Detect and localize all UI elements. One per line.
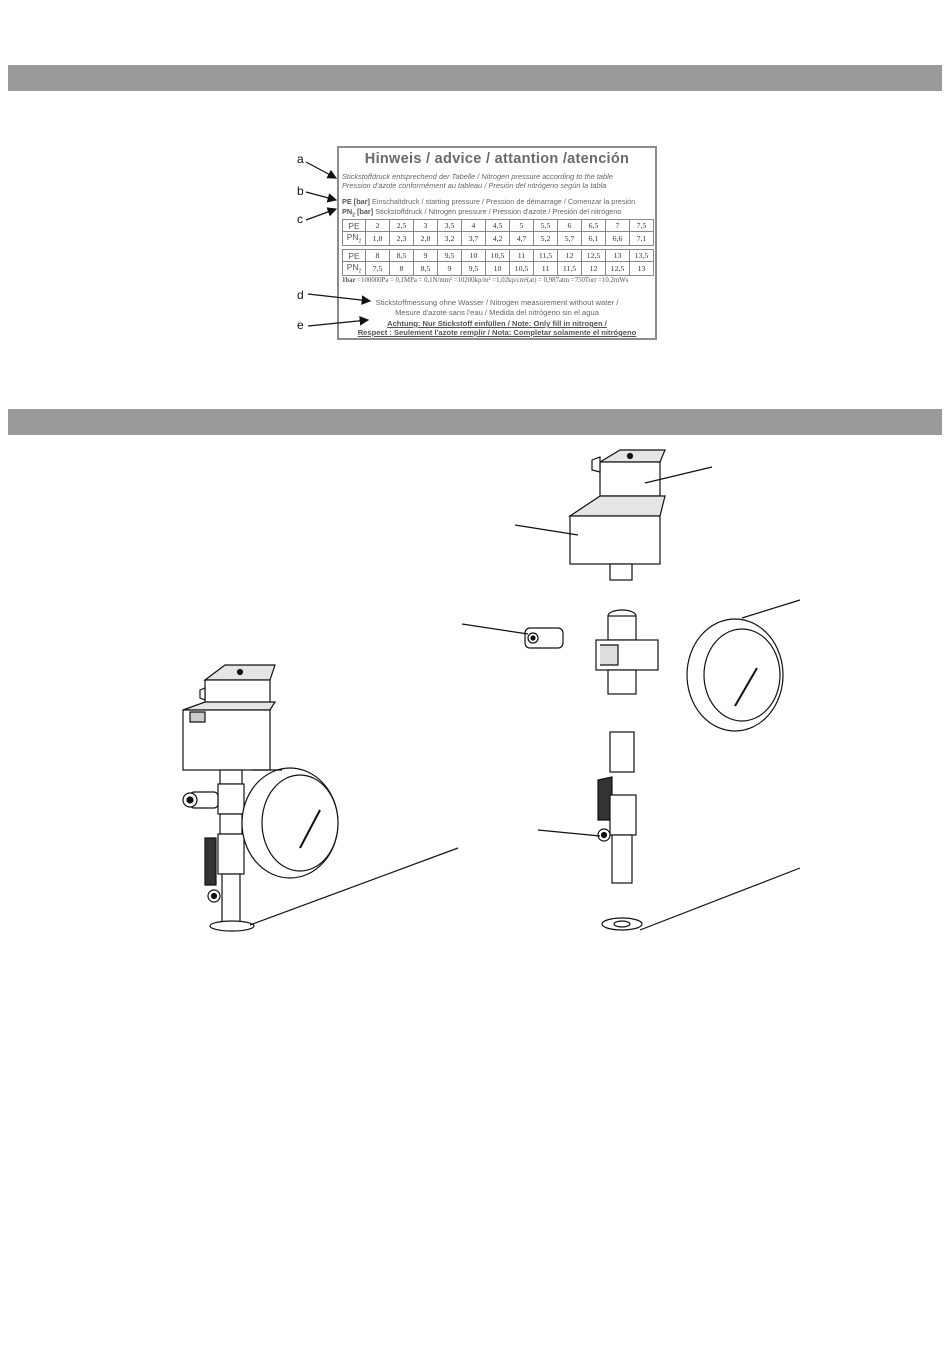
callout-d: d — [297, 288, 304, 302]
table-cell: 10 — [461, 249, 486, 262]
label-line-pn: PN2 [bar] Stickstoffdruck / Nitrogen pre… — [342, 207, 622, 219]
table-cell: 13,5 — [629, 249, 654, 262]
table-cell: 13 — [629, 261, 654, 276]
table-cell: 4,5 — [485, 219, 510, 232]
table-cell: 7,5 — [629, 219, 654, 232]
table-cell: 9,5 — [461, 261, 486, 276]
callout-a: a — [297, 152, 304, 166]
assembled-pressure-switch — [182, 664, 459, 932]
table-cell: 6,5 — [581, 219, 606, 232]
table-cell: 9 — [413, 249, 438, 262]
unit-conversion: 1bar =100000Pa = 0,1MPa = 0,1N/mm² =1020… — [342, 277, 629, 284]
table-cell: 2,5 — [389, 219, 414, 232]
measurement-note-2: Mesure d'azote sans l'eau / Medida del n… — [395, 308, 599, 317]
table-cell: 11 — [509, 249, 534, 262]
table-cell: 6,1 — [581, 231, 606, 246]
table-cell: 7,5 — [365, 261, 390, 276]
nitrogen-advice-label: Hinweis / advice / attantion /atención S… — [337, 146, 657, 340]
table-cell: 4,2 — [485, 231, 510, 246]
table-cell: 10 — [485, 261, 510, 276]
table-cell: 6,6 — [605, 231, 630, 246]
callout-b: b — [297, 184, 304, 198]
section-header-bar — [8, 65, 942, 91]
warning-note-2: Respect : Seulement l'azote remplir / No… — [357, 328, 637, 337]
warning-note-1: Achtung: Nur Stickstoff einfüllen / Note… — [387, 319, 607, 328]
label-line-pe: PE [bar] Einschaltdruck / starting press… — [342, 197, 636, 206]
table-cell: 2,8 — [413, 231, 438, 246]
label-line-a: Stickstoffdruck entsprechend der Tabelle… — [342, 172, 613, 190]
label-title: Hinweis / advice / attantion /atención — [364, 151, 630, 167]
callout-e: e — [297, 318, 304, 332]
table-header-pe: PE — [342, 249, 366, 262]
table-cell: 7,1 — [629, 231, 654, 246]
exploded-components — [461, 449, 801, 931]
measurement-note-1: Stickstoffmessung ohne Wasser / Nitrogen… — [375, 298, 619, 307]
callout-c: c — [297, 212, 303, 226]
callout-arrows — [305, 161, 372, 327]
section-header-bar — [8, 409, 942, 435]
